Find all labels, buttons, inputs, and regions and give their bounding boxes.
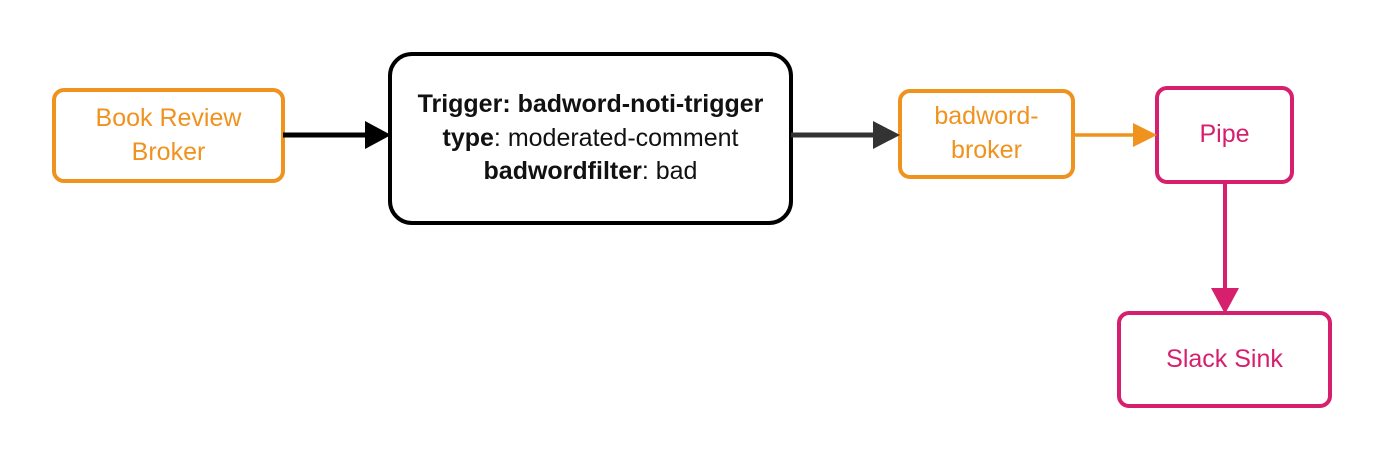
node-label: badword- broker — [934, 100, 1038, 168]
node-label-line-1: Book Review — [95, 103, 242, 132]
node-label-line-1: badword- — [934, 102, 1039, 131]
node-pipe[interactable]: Pipe — [1155, 86, 1294, 184]
arrowhead-icon — [1133, 123, 1157, 147]
node-label-line-2: Broker — [131, 137, 206, 166]
trigger-line-3: badwordfilter: bad — [418, 155, 764, 189]
trigger-line-1: Trigger: badword-noti-trigger — [418, 88, 764, 122]
node-slack-sink[interactable]: Slack Sink — [1117, 311, 1332, 408]
node-label: Book Review Broker — [96, 102, 242, 170]
trigger-line-2-bold: type — [442, 123, 494, 152]
arrowhead-icon — [365, 121, 391, 149]
node-trigger[interactable]: Trigger: badword-noti-trigger type: mode… — [388, 52, 793, 225]
node-label-line-2: broker — [951, 136, 1022, 164]
node-badword-broker[interactable]: badword- broker — [898, 89, 1075, 179]
edge-badword-broker-to-pipe — [1073, 123, 1157, 147]
trigger-line-2-regular: : moderated-comment — [493, 123, 739, 152]
arrowhead-icon — [1211, 288, 1239, 314]
node-label: Slack Sink — [1166, 344, 1283, 373]
trigger-text-block: Trigger: badword-noti-trigger type: mode… — [400, 88, 782, 189]
trigger-line-2: type: moderated-comment — [418, 122, 764, 156]
edge-pipe-to-slack-sink — [1211, 182, 1239, 314]
edge-trigger-to-badword-broker — [791, 121, 900, 149]
node-book-review-broker[interactable]: Book Review Broker — [52, 88, 285, 183]
trigger-line-3-bold: badwordfilter — [483, 157, 642, 186]
edge-book-review-broker-to-trigger — [283, 121, 391, 149]
node-label: Pipe — [1199, 120, 1250, 149]
trigger-line-1-bold: Trigger: badword-noti-trigger — [417, 89, 764, 118]
trigger-line-3-regular: : bad — [641, 157, 698, 186]
arrowhead-icon — [873, 121, 900, 149]
